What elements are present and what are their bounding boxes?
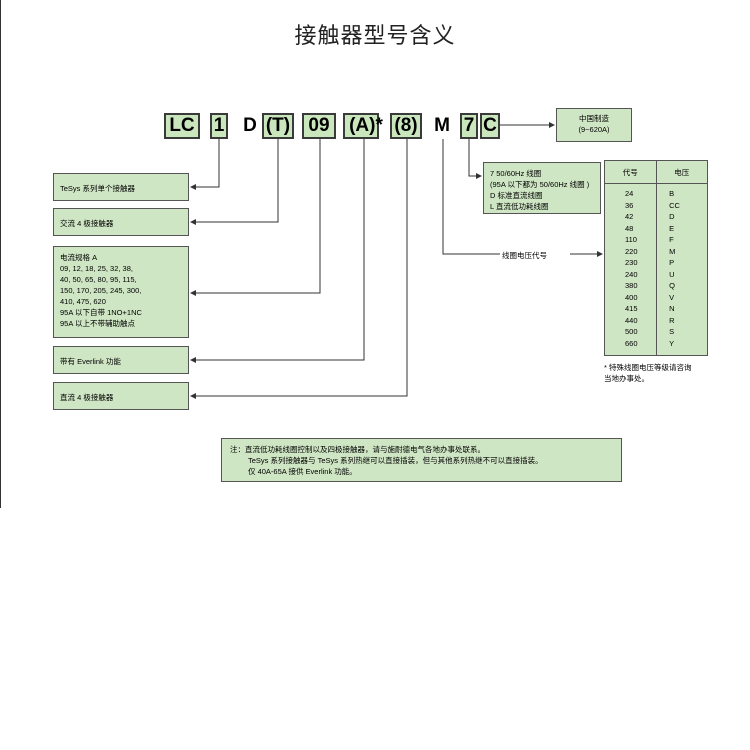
connector-1-to-tesys — [190, 139, 220, 190]
bottom-note-line: 注：直流低功耗线圈控制以及四极接触器，请与施耐德电气各地办事处联系。 — [230, 445, 485, 454]
cell-code: D — [669, 212, 675, 222]
code-part-1: 1 — [210, 113, 228, 139]
cell-voltage: 42 — [625, 212, 634, 222]
coil-line: 7 50/60Hz 线圈 — [490, 169, 542, 178]
cell-code: E — [669, 223, 675, 233]
table-row: 42 D — [605, 211, 707, 223]
table-row: 220 M — [605, 246, 707, 258]
left-box-text: 直流 4 极接触器 — [60, 393, 114, 402]
left-box-current-rating: 电流规格 A 09, 12, 18, 25, 32, 38, 40, 50, 6… — [53, 246, 189, 338]
table-divider — [656, 183, 657, 356]
made-in-china-box: 中国制造 (9~620A) — [556, 108, 632, 142]
cell-code: V — [669, 292, 675, 302]
cell-voltage: 230 — [625, 258, 638, 268]
table-row: 230 P — [605, 257, 707, 269]
current-rating-line: 410, 475, 620 — [60, 297, 106, 306]
left-box-dc-4pole: 直流 4 极接触器 — [53, 382, 189, 410]
cell-voltage: 400 — [625, 292, 638, 302]
cell-voltage: 440 — [625, 315, 638, 325]
connector-09-to-current — [190, 139, 321, 296]
cell-voltage: 500 — [625, 327, 638, 337]
page-edge-line — [0, 0, 1, 508]
left-box-tesys: TeSys 系列单个接触器 — [53, 173, 189, 201]
code-part-lc: LC — [164, 113, 200, 139]
current-rating-line: 09, 12, 18, 25, 32, 38, — [60, 264, 133, 273]
coil-voltage-label: 线圈电压代号 — [502, 251, 547, 260]
cell-code: B — [669, 189, 675, 199]
connector-7-to-coil — [468, 139, 482, 179]
cell-code: N — [669, 304, 675, 314]
current-rating-line: 电流规格 A — [60, 253, 98, 262]
connector-t-to-ac4 — [190, 139, 279, 225]
left-box-ac-4pole: 交流 4 极接触器 — [53, 208, 189, 236]
cell-voltage: 415 — [625, 304, 638, 314]
table-row: 36 CC — [605, 200, 707, 212]
code-part-09: 09 — [302, 113, 336, 139]
page-title: 接触器型号含义 — [294, 24, 456, 49]
made-in-range: (9~620A) — [578, 125, 610, 134]
code-part-t: (T) — [262, 113, 294, 139]
cell-voltage: 660 — [625, 338, 638, 348]
left-box-text: TeSys 系列单个接触器 — [60, 184, 136, 193]
connector-a-to-everlink — [190, 139, 365, 363]
bottom-note-box: 注：直流低功耗线圈控制以及四极接触器，请与施耐德电气各地办事处联系。 TeSys… — [221, 438, 622, 482]
cell-voltage: 220 — [625, 246, 638, 256]
code-part-d: D — [243, 115, 257, 136]
code-part-7: 7 — [460, 113, 478, 139]
table-row: 240 U — [605, 269, 707, 281]
header-code: 代号 — [605, 161, 657, 183]
left-box-everlink: 带有 Everlink 功能 — [53, 346, 189, 374]
connector-8-to-dc4 — [190, 139, 408, 399]
table-row: 500 S — [605, 326, 707, 338]
cell-code: CC — [669, 200, 680, 210]
cell-voltage: 36 — [625, 200, 634, 210]
current-rating-line: 95A 以下自带 1NO+1NC — [60, 308, 142, 317]
made-in-label: 中国制造 — [579, 114, 609, 123]
voltage-table: 代号 电压 24 B 36 CC 42 D 48 E 110 F 220 M 230 P 24… — [604, 160, 708, 356]
left-box-text: 交流 4 极接触器 — [60, 219, 114, 228]
cell-voltage: 380 — [625, 281, 638, 291]
cell-voltage: 48 — [625, 223, 634, 233]
table-row: 380 Q — [605, 280, 707, 292]
current-rating-line: 95A 以上不带辅助触点 — [60, 319, 136, 328]
cell-voltage: 24 — [625, 189, 634, 199]
coil-line: L 直流低功耗线圈 — [490, 202, 549, 211]
left-box-text: 带有 Everlink 功能 — [60, 357, 121, 366]
header-voltage: 电压 — [674, 167, 690, 177]
table-row: 415 N — [605, 303, 707, 315]
special-voltage-note: * 特殊线圈电压等级请咨询 当地办事处。 — [604, 362, 692, 384]
table-row: 440 R — [605, 315, 707, 327]
coil-type-box: 7 50/60Hz 线圈 (95A 以下都为 50/60Hz 线圈 ) D 标准… — [483, 162, 601, 214]
cell-voltage: 110 — [625, 235, 637, 245]
current-rating-line: 40, 50, 65, 80, 95, 115, — [60, 275, 137, 284]
special-note-line: * 特殊线圈电压等级请咨询 — [604, 363, 692, 372]
coil-line: D 标准直流线圈 — [490, 191, 543, 200]
voltage-table-rows: 24 B 36 CC 42 D 48 E 110 F 220 M 230 P 240 U 380… — [605, 188, 707, 349]
coil-line: (95A 以下都为 50/60Hz 线圈 ) — [490, 180, 590, 189]
code-part-8: (8) — [390, 113, 422, 139]
cell-code: R — [669, 315, 675, 325]
cell-code: U — [669, 269, 675, 279]
table-row: 660 Y — [605, 338, 707, 350]
cell-code: F — [669, 235, 674, 245]
bottom-note-line: TeSys 系列接触器与 TeSys 系列热继可以直接插装，但与其他系列热继不可… — [248, 456, 543, 465]
cell-code: Q — [669, 281, 675, 291]
cell-code: S — [669, 327, 675, 337]
cell-code: P — [669, 258, 675, 268]
cell-voltage: 240 — [625, 269, 638, 279]
special-note-line: 当地办事处。 — [604, 374, 649, 383]
code-part-m: M — [434, 115, 450, 136]
connector-m-to-voltage — [442, 139, 500, 255]
table-row: 24 B — [605, 188, 707, 200]
table-row: 48 E — [605, 223, 707, 235]
code-part-c: C — [480, 113, 500, 139]
code-part-a: (A)* — [349, 115, 383, 136]
cell-code: M — [669, 246, 676, 256]
current-rating-line: 150, 170, 205, 245, 300, — [60, 286, 142, 295]
table-row: 110 F — [605, 234, 707, 246]
bottom-note-line: 仅 40A-65A 接供 Everlink 功能。 — [248, 467, 357, 476]
table-row: 400 V — [605, 292, 707, 304]
cell-code: Y — [669, 338, 675, 348]
